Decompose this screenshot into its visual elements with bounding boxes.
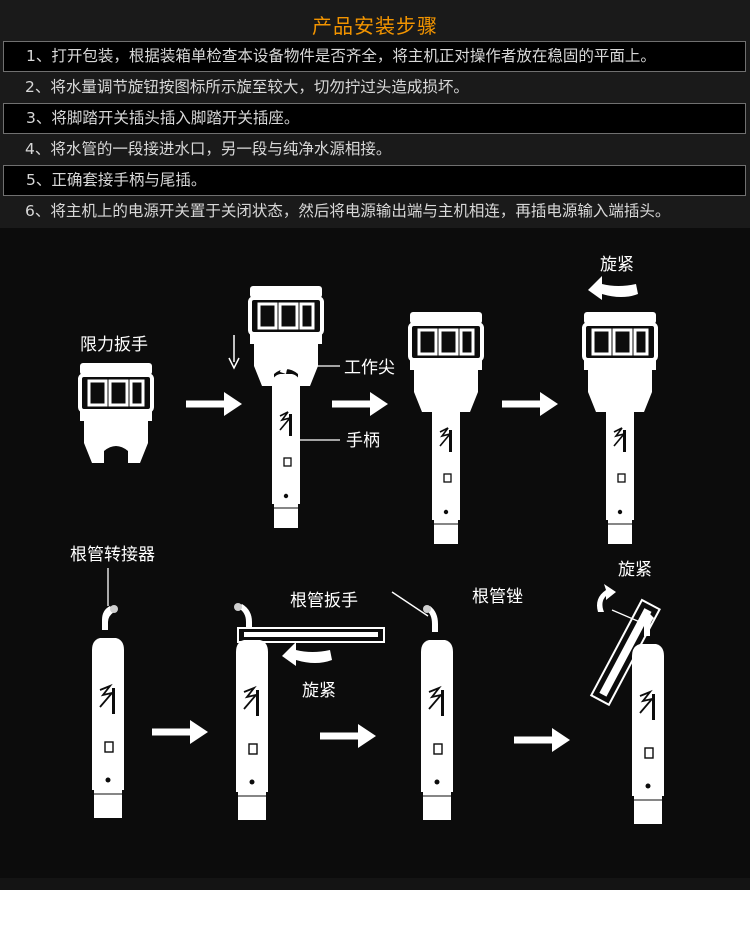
step-3: 3、将脚踏开关插头插入脚踏开关插座。 xyxy=(3,103,746,134)
installation-diagram: 限力扳手 工作尖 手柄 旋紧 根管转接器 xyxy=(0,228,750,888)
torque-wrench xyxy=(78,361,154,465)
diagram-svg: 限力扳手 工作尖 手柄 旋紧 根管转接器 xyxy=(70,255,665,825)
adapter-1-cap xyxy=(110,605,118,613)
handpiece-1 xyxy=(271,373,301,529)
step-6: 6、将主机上的电源开关置于关闭状态，然后将电源输出端与主机相连，再插电源输入端插… xyxy=(25,202,671,220)
label-handpiece: 手柄 xyxy=(346,431,380,451)
label-file-wrench: 根管扳手 xyxy=(290,591,358,611)
label-tighten-1: 旋紧 xyxy=(600,255,634,275)
endo-handpiece-4 xyxy=(631,643,665,825)
arrow-2 xyxy=(332,392,388,416)
step-2: 2、将水量调节旋钮按图标所示旋至较大，切勿拧过头造成损坏。 xyxy=(25,78,469,96)
handpiece-2 xyxy=(431,389,461,545)
arrow-3 xyxy=(502,392,558,416)
endo-handpiece-1 xyxy=(91,637,125,819)
endo-file-2 xyxy=(611,609,641,623)
label-tighten-2: 旋紧 xyxy=(302,681,336,701)
endo-handpiece-3 xyxy=(420,639,454,821)
instructions-panel: 产品安装步骤 1、打开包装，根据装箱单检查本设备物件是否齐全，将主机正对操作者放… xyxy=(0,0,750,228)
adapter-3-cap xyxy=(423,605,431,613)
step-1: 1、打开包装，根据装箱单检查本设备物件是否齐全，将主机正对操作者放在稳固的平面上… xyxy=(3,41,746,72)
rotate-arrow-2 xyxy=(282,642,332,666)
adapter-3 xyxy=(426,606,438,632)
adapter-2 xyxy=(238,604,252,632)
label-tighten-3: 旋紧 xyxy=(618,560,652,580)
endo-handpiece-2 xyxy=(235,639,269,821)
step-4: 4、将水管的一段接进水口，另一段与纯净水源相接。 xyxy=(25,140,392,158)
bottom-band xyxy=(0,878,750,890)
label-work-tip: 工作尖 xyxy=(344,358,395,378)
rotate-arrow-3 xyxy=(597,584,616,612)
adapter-2-cap xyxy=(234,603,242,611)
handpiece-3 xyxy=(605,389,635,545)
adapter-1 xyxy=(102,606,114,630)
adapter-4 xyxy=(644,614,654,636)
arrow-4 xyxy=(152,720,208,744)
step-5: 5、正确套接手柄与尾插。 xyxy=(3,165,746,196)
file-wrench-1-slot xyxy=(244,632,378,637)
arrow-1 xyxy=(186,392,242,416)
label-file: 根管锉 xyxy=(472,587,523,607)
label-adapter: 根管转接器 xyxy=(70,545,155,565)
label-torque-wrench: 限力扳手 xyxy=(80,335,148,355)
down-arrow-head xyxy=(228,357,240,370)
page-title: 产品安装步骤 xyxy=(312,14,438,38)
arrow-5 xyxy=(320,724,376,748)
endo-file xyxy=(391,591,429,617)
rotate-arrow-1 xyxy=(588,276,638,300)
work-tip xyxy=(280,358,293,374)
arrow-6 xyxy=(514,728,570,752)
file-wrench-2-slot xyxy=(599,608,652,697)
